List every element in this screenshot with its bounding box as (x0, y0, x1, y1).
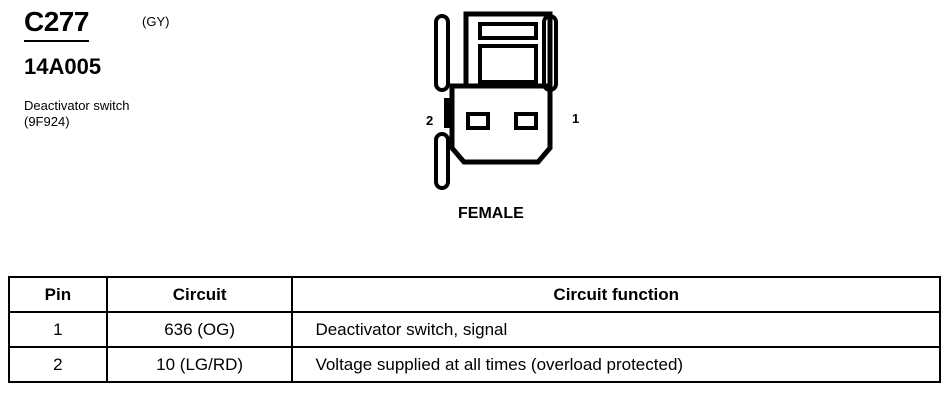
circuit-cell: 10 (LG/RD) (105, 346, 294, 383)
pin-label-left: 2 (426, 113, 434, 128)
connector-color: (GY) (142, 14, 170, 29)
left-rail-lower (434, 132, 450, 190)
connector-body (449, 83, 553, 165)
function-cell: Deactivator switch, signal (291, 311, 941, 348)
left-rail (434, 14, 450, 92)
latch-top-bar (478, 22, 538, 40)
header-circuit-function: Circuit function (291, 276, 941, 313)
header-pin: Pin (8, 276, 108, 313)
pin-label-right: 1 (572, 111, 580, 126)
circuit-cell: 636 (OG) (105, 311, 294, 348)
part-number: 14A005 (24, 54, 102, 79)
sub-reference: (9F924) (24, 114, 70, 129)
table-header-row: Pin Circuit Circuit function (8, 276, 941, 313)
pin-cavity-1 (514, 112, 538, 130)
connector-id: C277 (24, 6, 89, 42)
latch-window (478, 44, 538, 84)
connector-description: Deactivator switch (9F924) (24, 98, 244, 130)
table-row: 2 10 (LG/RD) Voltage supplied at all tim… (8, 346, 941, 383)
pin-table: Pin Circuit Circuit function 1 636 (OG) … (8, 276, 941, 383)
pin-cavity-2 (466, 112, 490, 130)
connector-face-diagram (434, 11, 558, 190)
pin-cell: 2 (8, 346, 108, 383)
pin-cell: 1 (8, 311, 108, 348)
key-tab (444, 98, 452, 128)
view-label: FEMALE (458, 205, 524, 222)
description-text: Deactivator switch (24, 98, 130, 113)
function-cell: Voltage supplied at all times (overload … (291, 346, 941, 383)
table-row: 1 636 (OG) Deactivator switch, signal (8, 311, 941, 348)
connector-header: C277 (GY) 14A005 Deactivator switch (9F9… (24, 6, 244, 130)
header-circuit: Circuit (105, 276, 294, 313)
